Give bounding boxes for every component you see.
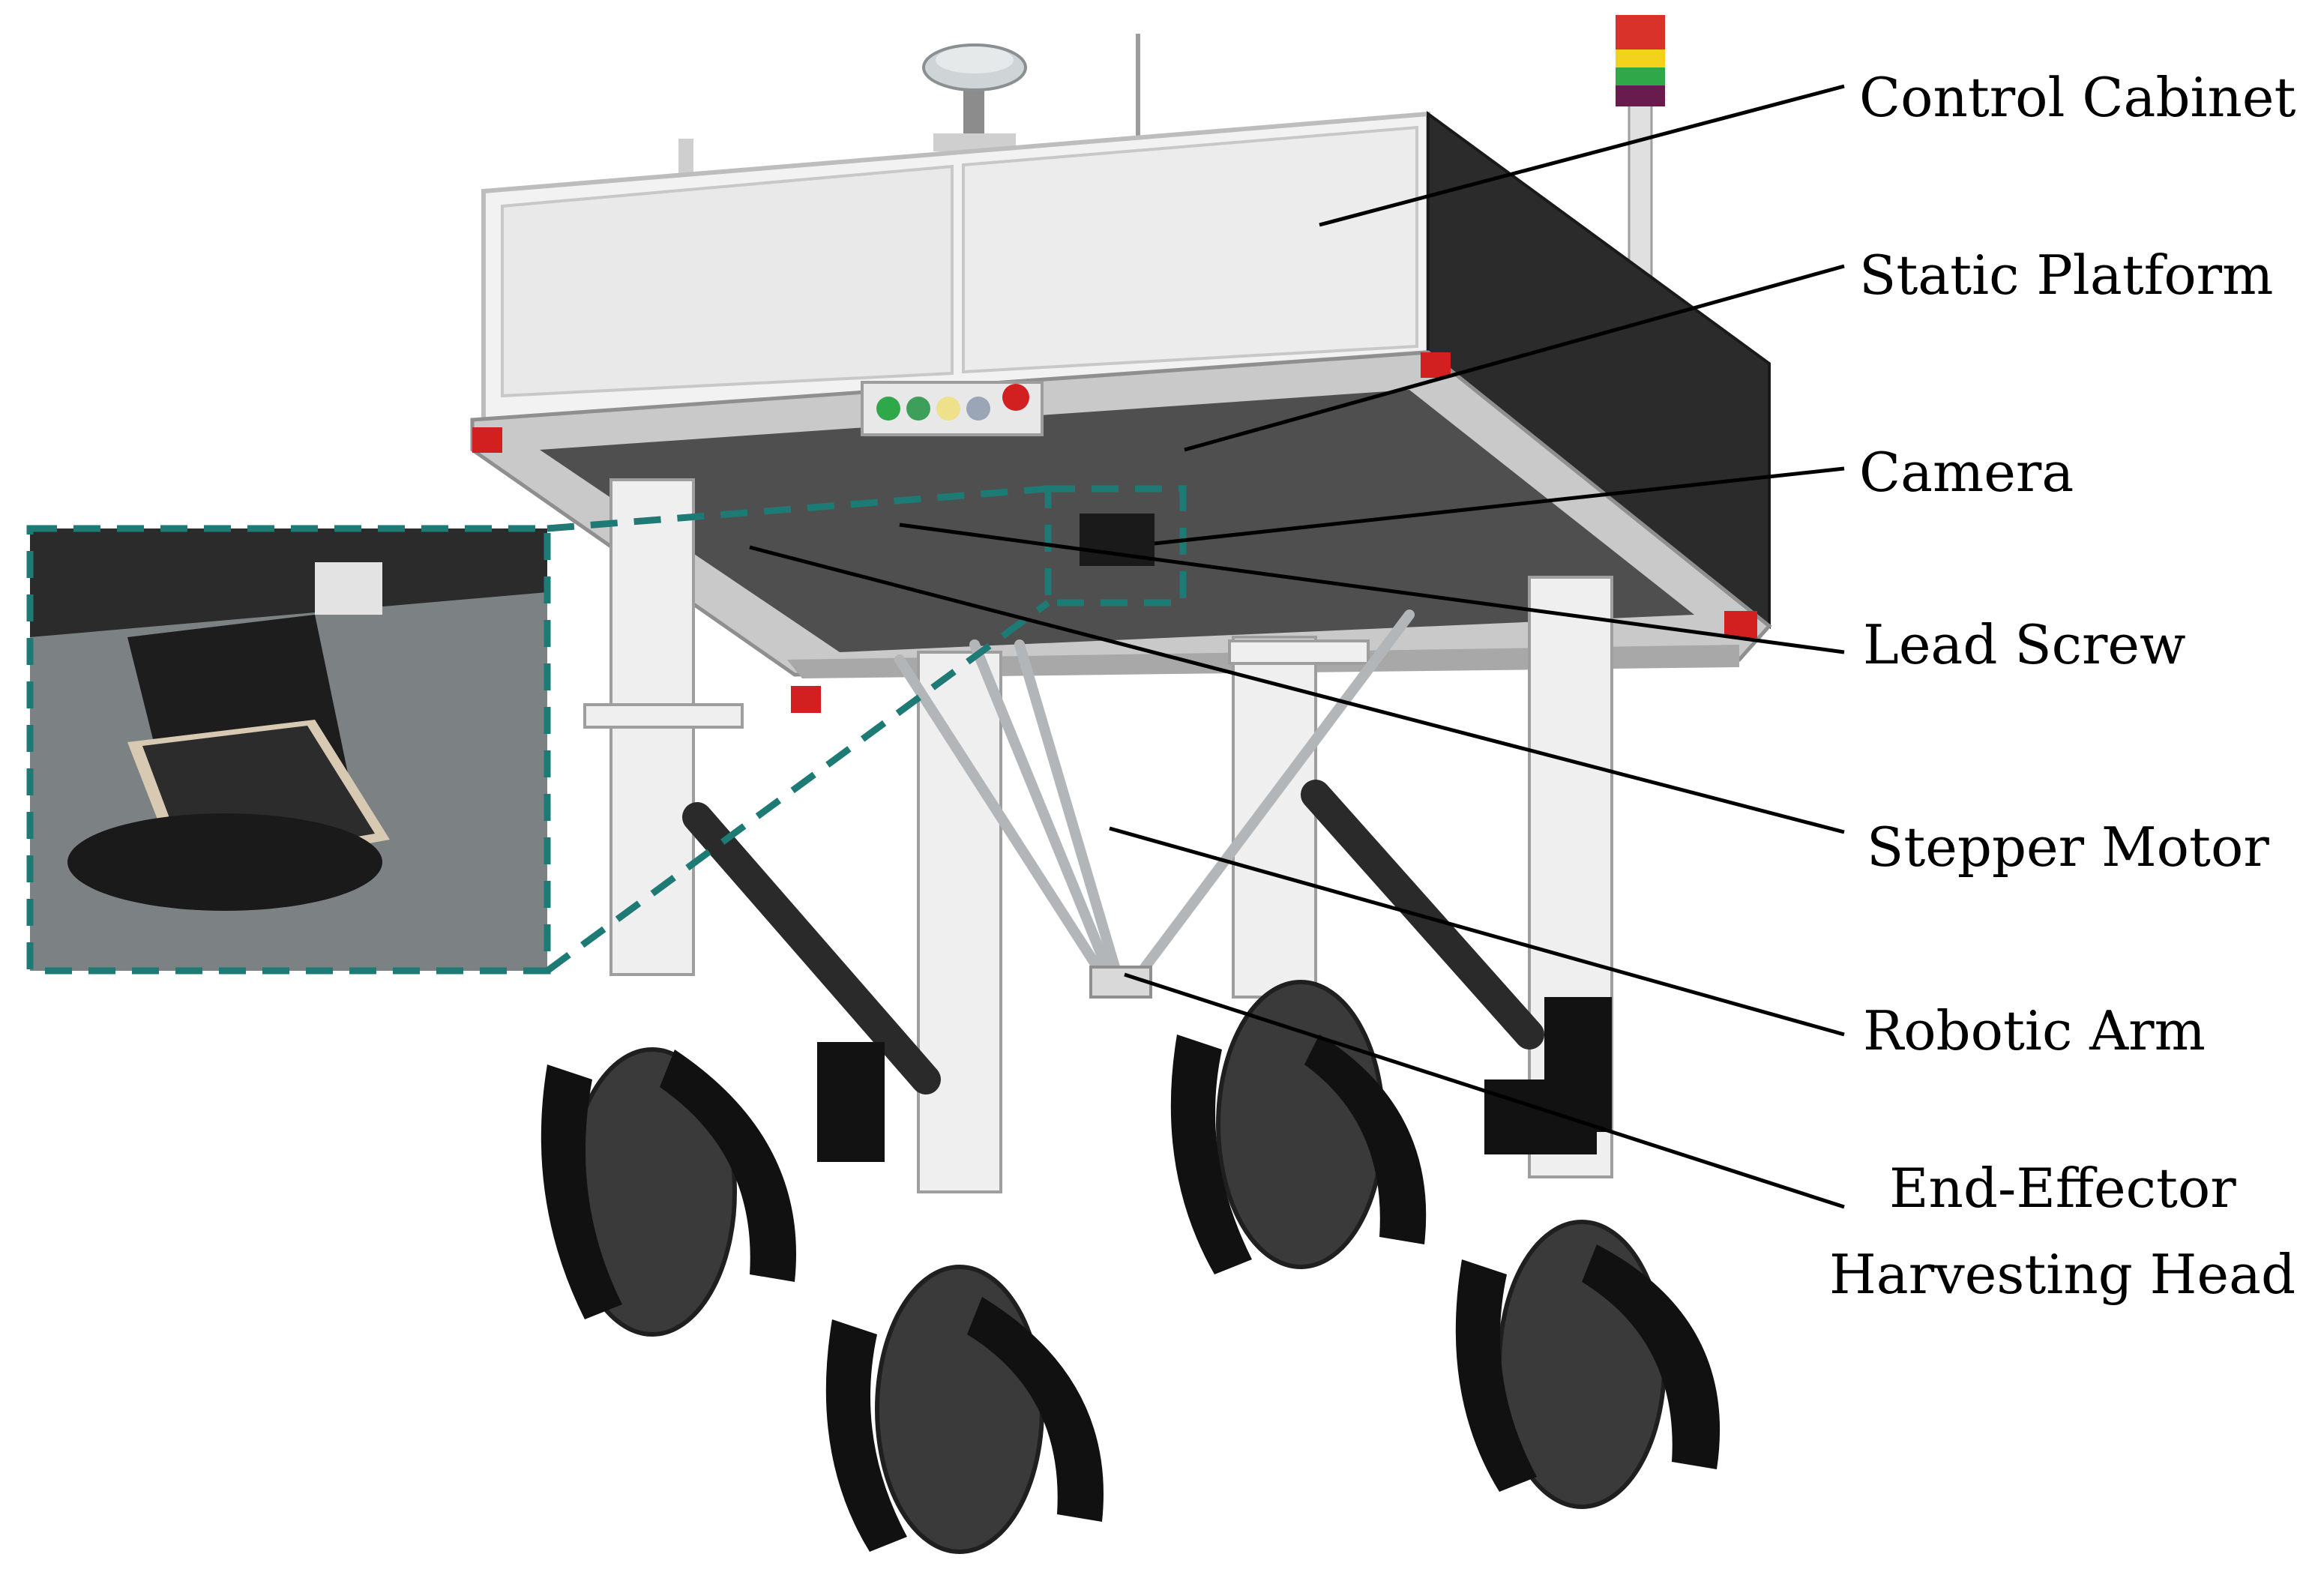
robot-illustration — [470, 15, 1772, 1554]
label-robotic-arm: Robotic Arm — [1863, 999, 2206, 1062]
label-camera: Camera — [1859, 441, 2074, 504]
label-end-effector-line1: End-Effector — [1889, 1157, 2236, 1220]
gps-antenna — [922, 43, 1027, 157]
end-effector-body — [1089, 966, 1152, 999]
leader-control-cabinet — [1319, 84, 1845, 227]
emergency-stops — [472, 352, 1757, 713]
leader-robotic-arm — [1109, 826, 1845, 1037]
inset-frame — [26, 525, 551, 975]
label-lead-screw: Lead Screw — [1863, 613, 2186, 676]
rod-antenna — [1136, 34, 1140, 146]
label-static-platform: Static Platform — [1859, 244, 2273, 307]
camera-zoom-inset — [26, 485, 1187, 975]
label-control-cabinet: Control Cabinet — [1859, 66, 2296, 129]
leader-end-effector — [1124, 972, 1845, 1209]
leader-stepper-motor — [749, 545, 1845, 834]
leader-camera — [1154, 466, 1845, 546]
leader-static-platform — [1184, 264, 1845, 452]
callout-labels: Control Cabinet Static Platform Camera L… — [1829, 66, 2296, 1306]
wheels — [541, 980, 1721, 1554]
zoom-line-lower — [545, 600, 1050, 974]
label-end-effector-line2: Harvesting Head — [1829, 1243, 2296, 1306]
leader-lead-screw — [899, 523, 1845, 654]
motors — [817, 997, 1612, 1162]
leader-lines — [749, 84, 1845, 1209]
control-cabinet-body — [481, 111, 1771, 630]
label-stepper-motor: Stepper Motor — [1867, 816, 2269, 879]
delta-arm — [894, 609, 1415, 980]
braces — [682, 780, 1544, 1094]
